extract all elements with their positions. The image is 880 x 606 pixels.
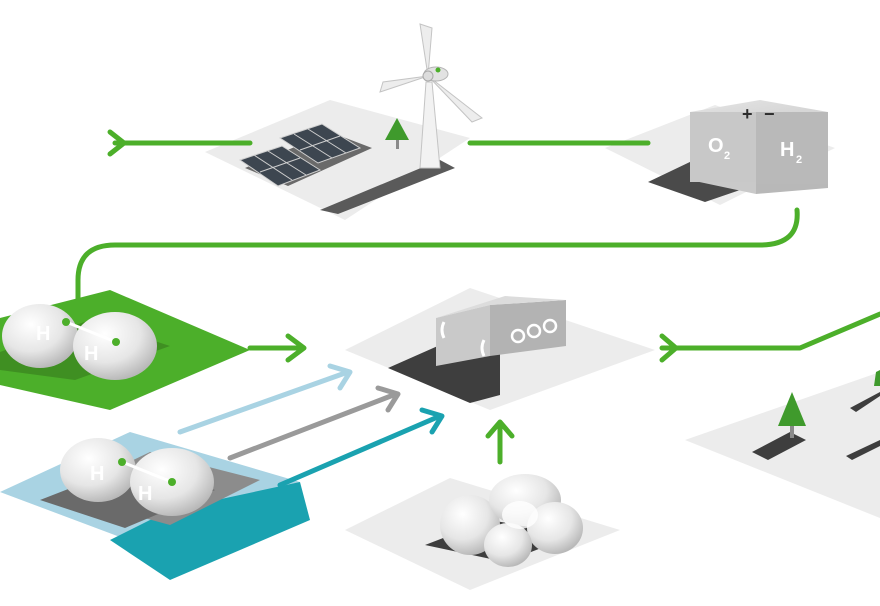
hydrogen-atom-label-3: H [90,463,104,485]
wind-turbine-icon [379,23,483,169]
hydrogen-sphere-3 [60,438,136,502]
minus-sign: − [764,104,775,124]
processing-plant-tile [345,288,655,410]
valve-icon-1 [510,328,526,344]
turbine-shadow [320,160,455,214]
h2-label: H [780,139,794,161]
o2-label: O [708,135,724,157]
h2-subscript: 2 [796,154,802,166]
tree-icon-2 [778,392,806,438]
gas-sphere-3 [527,502,583,554]
gas-sphere-4 [484,523,532,567]
hydrogen-atom-label-1: H [36,323,50,345]
tree-icon [385,118,409,149]
solar-panel-icon [238,123,362,187]
hydrogen-atom-label-4: H [138,483,152,505]
plus-sign: + [742,104,753,124]
green-flow-line [75,129,800,303]
hydrogen-atom-label-2: H [84,343,98,365]
renewable-energy-tile [205,23,483,220]
green-up-arrow [485,419,515,465]
green-hydrogen-tile: H H [0,290,250,410]
teal-arrow [277,407,445,488]
light-blue-arrow [177,363,353,435]
green-output-line [659,311,880,363]
electrolyzer-tile: + − O 2 H 2 [605,100,835,205]
gas-cluster-tile [345,474,620,590]
valve-icon-2 [526,323,542,339]
hydrogen-sphere-1 [2,304,78,368]
grey-arrow [227,385,401,461]
green-arrow-to-center [247,333,307,363]
blue-hydrogen-tile: H H [0,432,310,580]
landscape-tile [685,370,880,518]
hydrogen-sphere-2 [73,312,157,380]
o2-subscript: 2 [724,150,730,162]
valve-icon-3 [542,318,558,334]
